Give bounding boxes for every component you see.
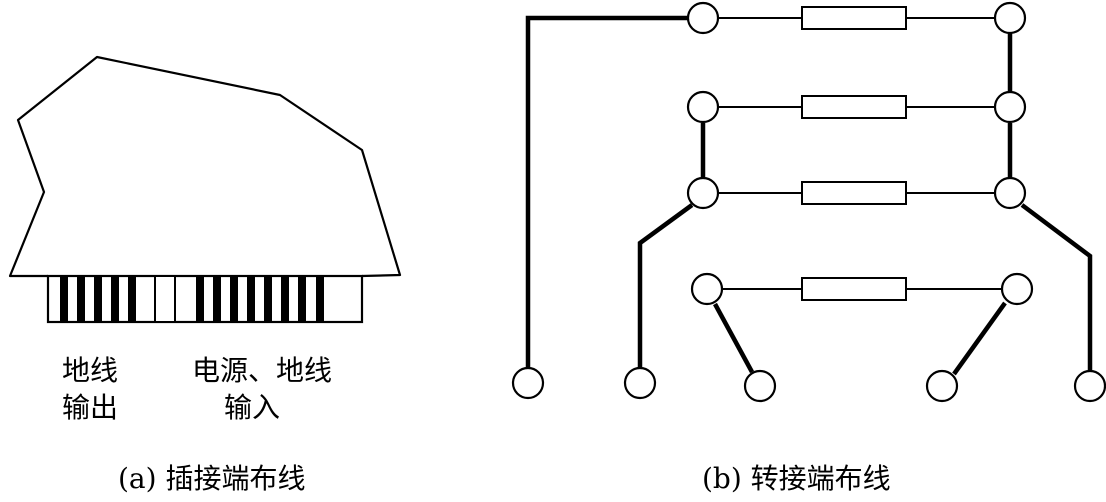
thick-wires	[525, 15, 1093, 376]
terminal	[1073, 369, 1106, 403]
terminal	[686, 1, 720, 35]
label-ground-output-1: 地线	[62, 354, 118, 387]
terminal	[511, 366, 545, 400]
connector-pin	[77, 276, 85, 322]
connector-pin	[60, 276, 68, 322]
resistor-3	[801, 181, 907, 205]
caption-a: (a) 插接端布线	[118, 462, 305, 495]
connector-pin	[111, 276, 119, 322]
connector-pin	[230, 276, 238, 322]
connector-body-outline	[8, 55, 402, 278]
connector-pin	[264, 276, 272, 322]
terminal	[686, 176, 720, 210]
adapter-diagram	[511, 1, 1106, 403]
wire-top-left	[525, 15, 688, 368]
terminal	[623, 366, 657, 400]
wire-diag-left	[713, 302, 754, 374]
label-ground-output-2: 输出	[62, 391, 118, 424]
label-power-input-1: 电源、地线	[192, 354, 332, 387]
terminal	[925, 369, 959, 403]
terminal	[993, 90, 1027, 124]
terminal	[993, 1, 1027, 35]
caption-b: (b) 转接端布线	[702, 462, 891, 495]
terminal	[993, 176, 1027, 210]
wire-right-to-bottom	[1020, 203, 1093, 370]
resistor-4	[801, 277, 907, 301]
connector-pin	[316, 276, 324, 322]
connector-pin	[281, 276, 289, 322]
wire-left-to-bottom	[637, 203, 694, 367]
connector-pin	[247, 276, 255, 322]
row-4	[720, 277, 1002, 301]
connector-pin	[94, 276, 102, 322]
wire-diag-right	[952, 301, 1007, 376]
row-2	[716, 95, 996, 119]
terminal	[686, 90, 720, 124]
connector-diagram: 地线 输出 电源、地线 输入 (a) 插接端布线	[8, 55, 402, 495]
resistor-1	[801, 6, 907, 30]
resistor-2	[801, 95, 907, 119]
connector-pin	[196, 276, 204, 322]
row-3	[716, 181, 996, 205]
terminal	[1000, 272, 1034, 306]
connector-pin-strip	[46, 274, 364, 324]
connector-pin	[213, 276, 221, 322]
terminal	[743, 369, 777, 403]
connector-pin	[128, 276, 136, 322]
connector-pin	[298, 276, 306, 322]
row-1	[716, 6, 996, 30]
label-power-input-2: 输入	[224, 391, 280, 424]
connector-pin-empty	[154, 275, 176, 323]
connector-pins	[60, 275, 324, 323]
terminal	[690, 272, 724, 306]
terminals	[511, 1, 1106, 403]
